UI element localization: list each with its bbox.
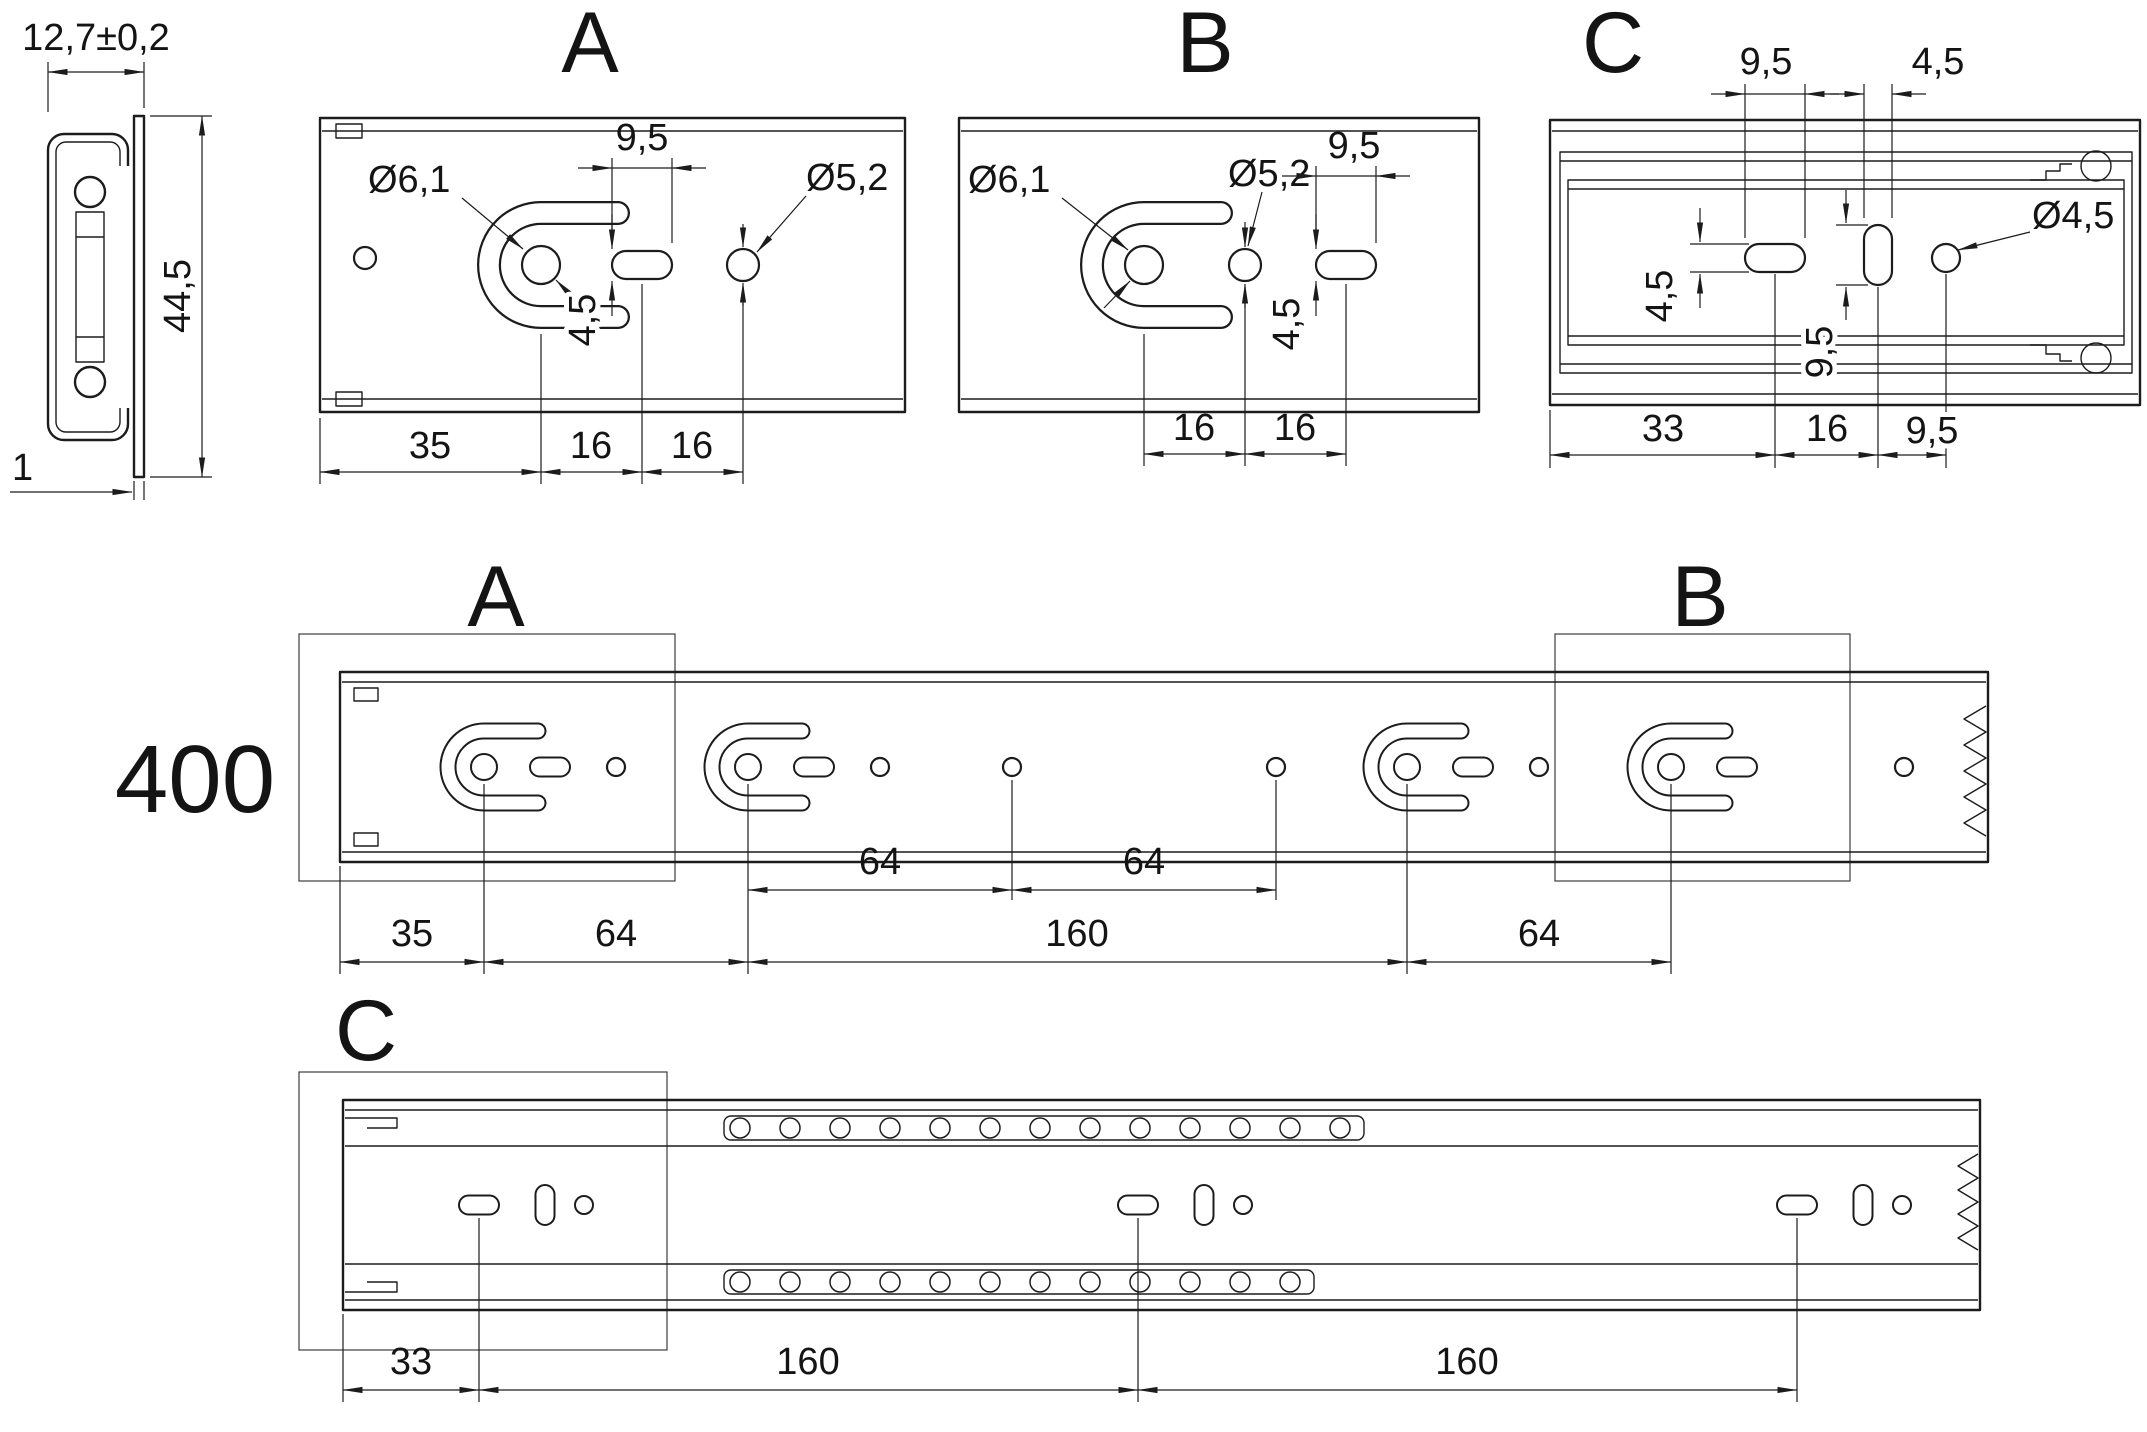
detail-region-b [1554,633,1851,882]
ball-cage-lower [723,1269,1315,1295]
detail-region-a [298,633,676,882]
detail-view-b: B Ø6,1 Ø5,2 9,5 4,5 16 16 [957,0,1481,466]
upper-pitch-1: 64 [859,841,901,883]
rail-assembly-c [1548,118,2142,407]
view-a-pitch-1: 16 [570,425,612,467]
view-c-pitch-2: 9,5 [1906,410,1959,452]
total-length-label: 400 [115,726,275,833]
inner-pitch-2: 160 [1435,1341,1498,1383]
region-a-label: A [467,549,525,645]
detail-view-a: A Ø6,1 9,5 Ø5,2 4,5 35 16 16 [318,0,907,484]
detail-region-c [298,1071,668,1351]
inner-edge-offset: 33 [390,1341,432,1383]
detail-view-c: C 9,5 4,5 4,5 9,5 [1548,0,2142,468]
side-pitch-3: 64 [1518,913,1560,955]
view-a-dia-small: Ø5,2 [806,157,888,199]
view-a-edge-offset: 35 [409,425,451,467]
view-b-pitch-1: 16 [1173,407,1215,449]
cross-section-view: 12,7±0,2 44,5 1 [10,17,212,500]
view-c-dia: Ø4,5 [2032,195,2114,237]
view-a-title: A [561,0,619,91]
view-c-slot-width-top: 4,5 [1912,41,1965,83]
section-width-dim: 12,7±0,2 [22,17,170,59]
side-pitch-1: 64 [595,913,637,955]
view-b-slot-width: 4,5 [1266,298,1308,351]
view-c-slot-length-mid: 9,5 [1799,326,1841,379]
view-a-pitch-2: 16 [671,425,713,467]
view-a-dia-large: Ø6,1 [368,159,450,201]
section-height-dim: 44,5 [157,259,199,333]
region-b-label: B [1671,549,1728,645]
view-b-dia-small: Ø5,2 [1228,153,1310,195]
region-c-label: C [335,983,397,1079]
view-a-slot-length: 9,5 [616,117,669,159]
mounting-plate-a [318,116,907,414]
view-b-pitch-2: 16 [1274,407,1316,449]
slide-rail-inner [341,1098,1982,1312]
inner-pitch-1: 160 [776,1341,839,1383]
view-b-title: B [1176,0,1233,91]
view-b-slot-length: 9,5 [1328,125,1381,167]
view-c-pitch-1: 16 [1806,408,1848,450]
slide-rail-side [338,670,1990,864]
ball-cage-upper [723,1115,1365,1141]
view-c-slot-length: 9,5 [1740,41,1793,83]
view-c-edge-offset: 33 [1642,408,1684,450]
view-b-dia-large: Ø6,1 [968,159,1050,201]
upper-pitch-2: 64 [1123,841,1165,883]
drawer-member-plate [132,114,146,479]
view-c-title: C [1582,0,1644,91]
side-pitch-2: 160 [1045,913,1108,955]
inner-member-view: C 33 160 160 [298,978,1982,1402]
side-view-400: 400 A B 64 64 [115,549,1990,974]
mounting-plate-b [957,116,1481,414]
view-a-slot-width: 4,5 [562,294,604,347]
side-edge-offset: 35 [391,913,433,955]
view-c-slot-height: 4,5 [1639,270,1681,323]
section-thickness-dim: 1 [12,447,33,489]
